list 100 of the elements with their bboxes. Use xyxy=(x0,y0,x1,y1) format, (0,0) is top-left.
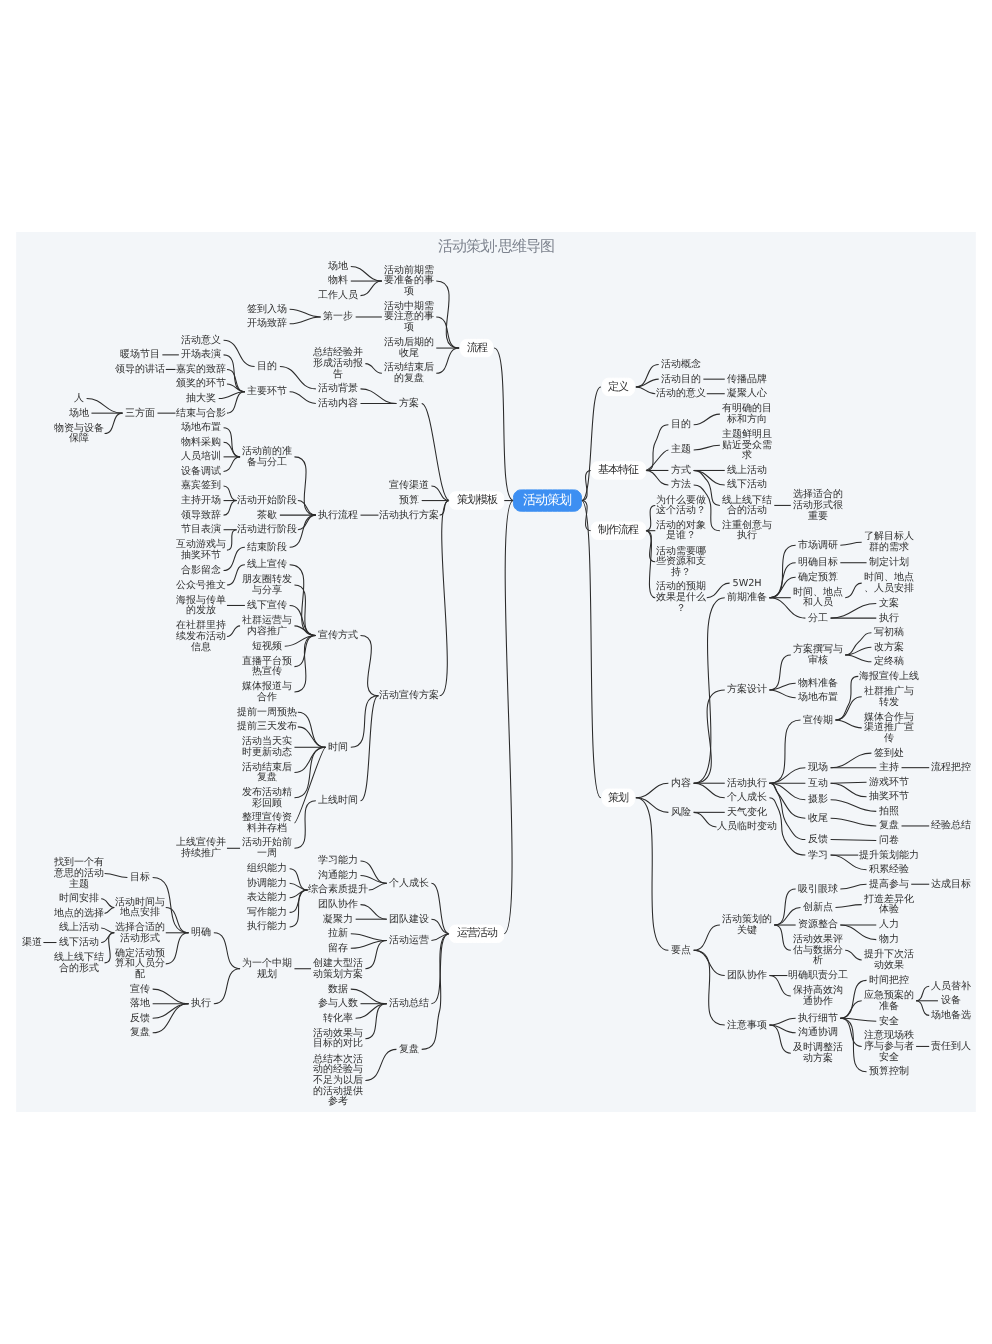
connector xyxy=(421,402,450,502)
connector xyxy=(86,398,124,414)
connector xyxy=(844,654,872,663)
connector xyxy=(364,363,383,374)
connector xyxy=(289,316,322,325)
connector xyxy=(768,544,797,599)
connector xyxy=(768,1024,792,1054)
connector xyxy=(768,782,806,819)
connector xyxy=(279,366,317,390)
connector xyxy=(297,726,327,748)
connector xyxy=(439,500,450,516)
connector xyxy=(915,1000,939,1002)
connector xyxy=(152,1003,190,1034)
connector xyxy=(830,854,868,871)
connector xyxy=(104,932,115,964)
connector xyxy=(901,825,930,827)
connector xyxy=(289,308,322,318)
connector xyxy=(293,635,317,693)
connector xyxy=(693,949,726,1026)
connector xyxy=(839,1000,863,1019)
connector xyxy=(359,1003,388,1005)
connector xyxy=(693,924,721,951)
connector xyxy=(830,799,877,812)
connector xyxy=(368,882,388,891)
connector xyxy=(773,907,802,926)
connector xyxy=(768,597,792,599)
connector xyxy=(350,265,383,282)
connector xyxy=(580,500,602,799)
connector xyxy=(430,882,450,935)
connector xyxy=(293,746,327,799)
connector xyxy=(223,427,241,458)
connector xyxy=(430,933,450,942)
connector xyxy=(693,689,726,784)
connector xyxy=(645,469,669,471)
connector xyxy=(293,746,327,774)
connector xyxy=(839,1017,868,1073)
connector xyxy=(768,562,797,599)
connector xyxy=(355,918,388,920)
connector xyxy=(693,782,726,799)
connector xyxy=(359,280,383,297)
connector xyxy=(223,339,256,368)
connector xyxy=(165,932,190,934)
connector xyxy=(830,839,877,842)
connector xyxy=(635,797,669,813)
connector xyxy=(635,364,660,388)
connector xyxy=(156,412,176,414)
connector xyxy=(901,767,930,769)
connector xyxy=(839,924,877,941)
connector xyxy=(768,597,806,619)
connector xyxy=(421,933,450,1050)
connector xyxy=(289,604,317,637)
connector xyxy=(844,949,863,961)
connector xyxy=(915,985,930,1002)
connector xyxy=(435,280,460,349)
connector xyxy=(293,456,317,516)
connector xyxy=(834,904,863,909)
connector xyxy=(226,604,246,606)
connector xyxy=(693,469,726,486)
connector xyxy=(364,940,388,970)
connector xyxy=(839,979,868,1019)
connector xyxy=(693,413,721,426)
connector xyxy=(355,1003,388,1019)
connector xyxy=(350,280,383,282)
connector xyxy=(364,1003,388,1040)
connector xyxy=(104,907,115,914)
connector xyxy=(844,582,863,599)
connector xyxy=(359,695,379,802)
connector xyxy=(104,412,124,435)
connector xyxy=(430,485,450,502)
connector xyxy=(702,378,726,380)
connector xyxy=(223,441,241,458)
connector xyxy=(223,354,246,393)
connector xyxy=(293,800,317,849)
connector xyxy=(218,391,246,400)
connector xyxy=(226,368,246,393)
connector xyxy=(226,625,241,638)
connector xyxy=(226,383,246,393)
connector xyxy=(830,603,877,619)
connector xyxy=(350,695,379,748)
connector xyxy=(645,469,669,486)
connector xyxy=(839,924,877,926)
connector xyxy=(834,719,863,729)
connector xyxy=(830,817,877,827)
connector xyxy=(213,968,241,1005)
connector xyxy=(359,388,397,404)
connector xyxy=(693,469,721,506)
connector xyxy=(839,1017,877,1022)
connector xyxy=(693,811,726,813)
connector xyxy=(226,847,241,849)
connector xyxy=(830,781,868,784)
connector xyxy=(768,689,797,699)
connector xyxy=(706,393,726,395)
connector xyxy=(768,782,806,801)
connector xyxy=(289,514,317,548)
connector xyxy=(830,854,859,856)
connector xyxy=(439,500,450,697)
connector xyxy=(839,883,868,890)
connector xyxy=(635,797,669,951)
connector xyxy=(223,456,241,458)
connector xyxy=(580,500,592,532)
